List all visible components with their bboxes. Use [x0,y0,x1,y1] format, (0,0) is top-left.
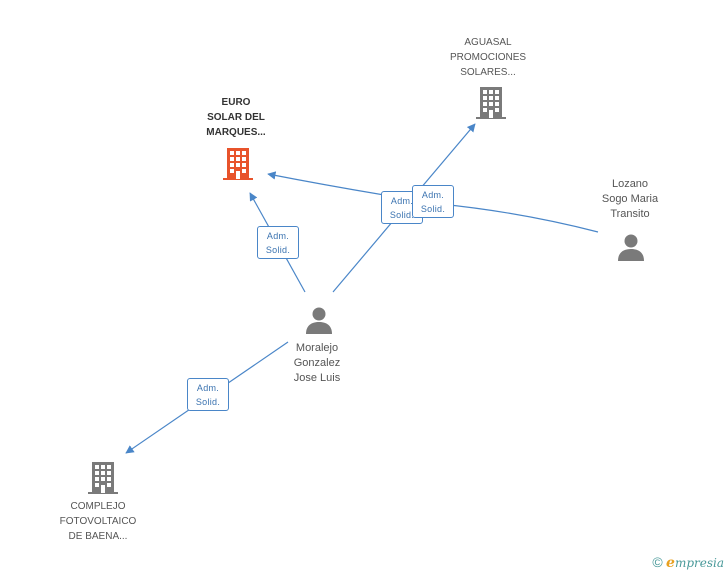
label-line: EURO [221,97,251,108]
label-line: MARQUES... [206,127,266,138]
label-line: DE BAENA... [68,531,128,542]
person-icon[interactable] [616,232,646,262]
relation-line: Solid. [195,397,221,407]
relation-line: Adm. [421,190,445,200]
label-line: FOTOVOLTAICO [59,516,137,527]
relation-line: Adm. [266,231,290,241]
building-icon[interactable] [221,147,255,181]
label-line: AGUASAL [464,37,512,48]
node-label-moralejo: Moralejo Gonzalez Jose Luis [267,341,367,386]
label-line: Jose Luis [293,372,341,384]
building-icon[interactable] [86,461,120,495]
label-line: SOLAR DEL [207,112,265,123]
label-line: Gonzalez [293,357,341,369]
logo-text: mpresia [674,556,724,570]
building-icon[interactable] [474,86,508,120]
label-line: Transito [610,208,650,220]
node-label-complejo: COMPLEJO FOTOVOLTAICO DE BAENA... [48,499,148,544]
relation-line: Solid. [389,210,415,220]
label-line: Lozano [611,178,649,190]
node-label-euro-solar: EURO SOLAR DEL MARQUES... [186,95,286,140]
label-line: Sogo Maria [601,193,659,205]
person-icon[interactable] [304,305,334,335]
label-line: SOLARES... [460,67,516,78]
relation-label[interactable]: Adm. Solid. [257,226,299,259]
relation-label[interactable]: Adm. Solid. [187,378,229,411]
label-line: COMPLEJO [70,501,126,512]
relation-line: Adm. [196,383,220,393]
copyright-symbol: © [652,554,663,570]
relation-line: Solid. [265,245,291,255]
relation-line: Adm. [390,196,414,206]
node-label-lozano: Lozano Sogo Maria Transito [580,177,680,222]
relation-label[interactable]: Adm. Solid. [412,185,454,218]
logo-letter: e [666,555,675,571]
empresia-logo: © empresia [652,554,724,571]
label-line: PROMOCIONES [449,52,527,63]
label-line: Moralejo [295,342,339,354]
node-label-aguasal: AGUASAL PROMOCIONES SOLARES... [438,35,538,80]
relation-line: Solid. [420,204,446,214]
